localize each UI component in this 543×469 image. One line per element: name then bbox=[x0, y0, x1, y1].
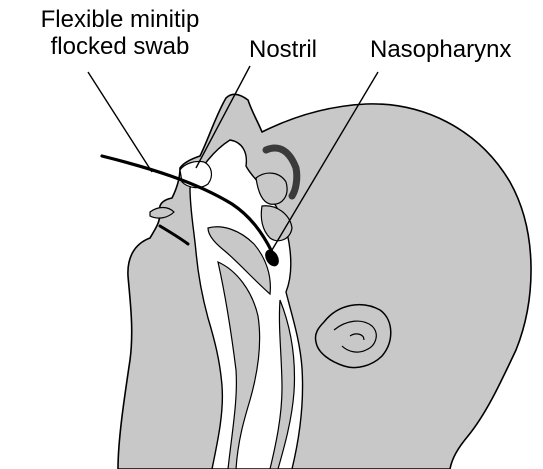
swab-label-line1: Flexible minitip bbox=[2, 6, 238, 33]
head-silhouette bbox=[118, 94, 531, 469]
nostril-label: Nostril bbox=[249, 36, 317, 63]
leader-line-swab bbox=[88, 72, 152, 172]
swab-label: Flexible minitip flocked swab bbox=[2, 6, 238, 60]
nose-tip bbox=[180, 161, 211, 187]
swab-label-line2: flocked swab bbox=[2, 33, 238, 60]
nasopharynx-label: Nasopharynx bbox=[370, 36, 511, 63]
